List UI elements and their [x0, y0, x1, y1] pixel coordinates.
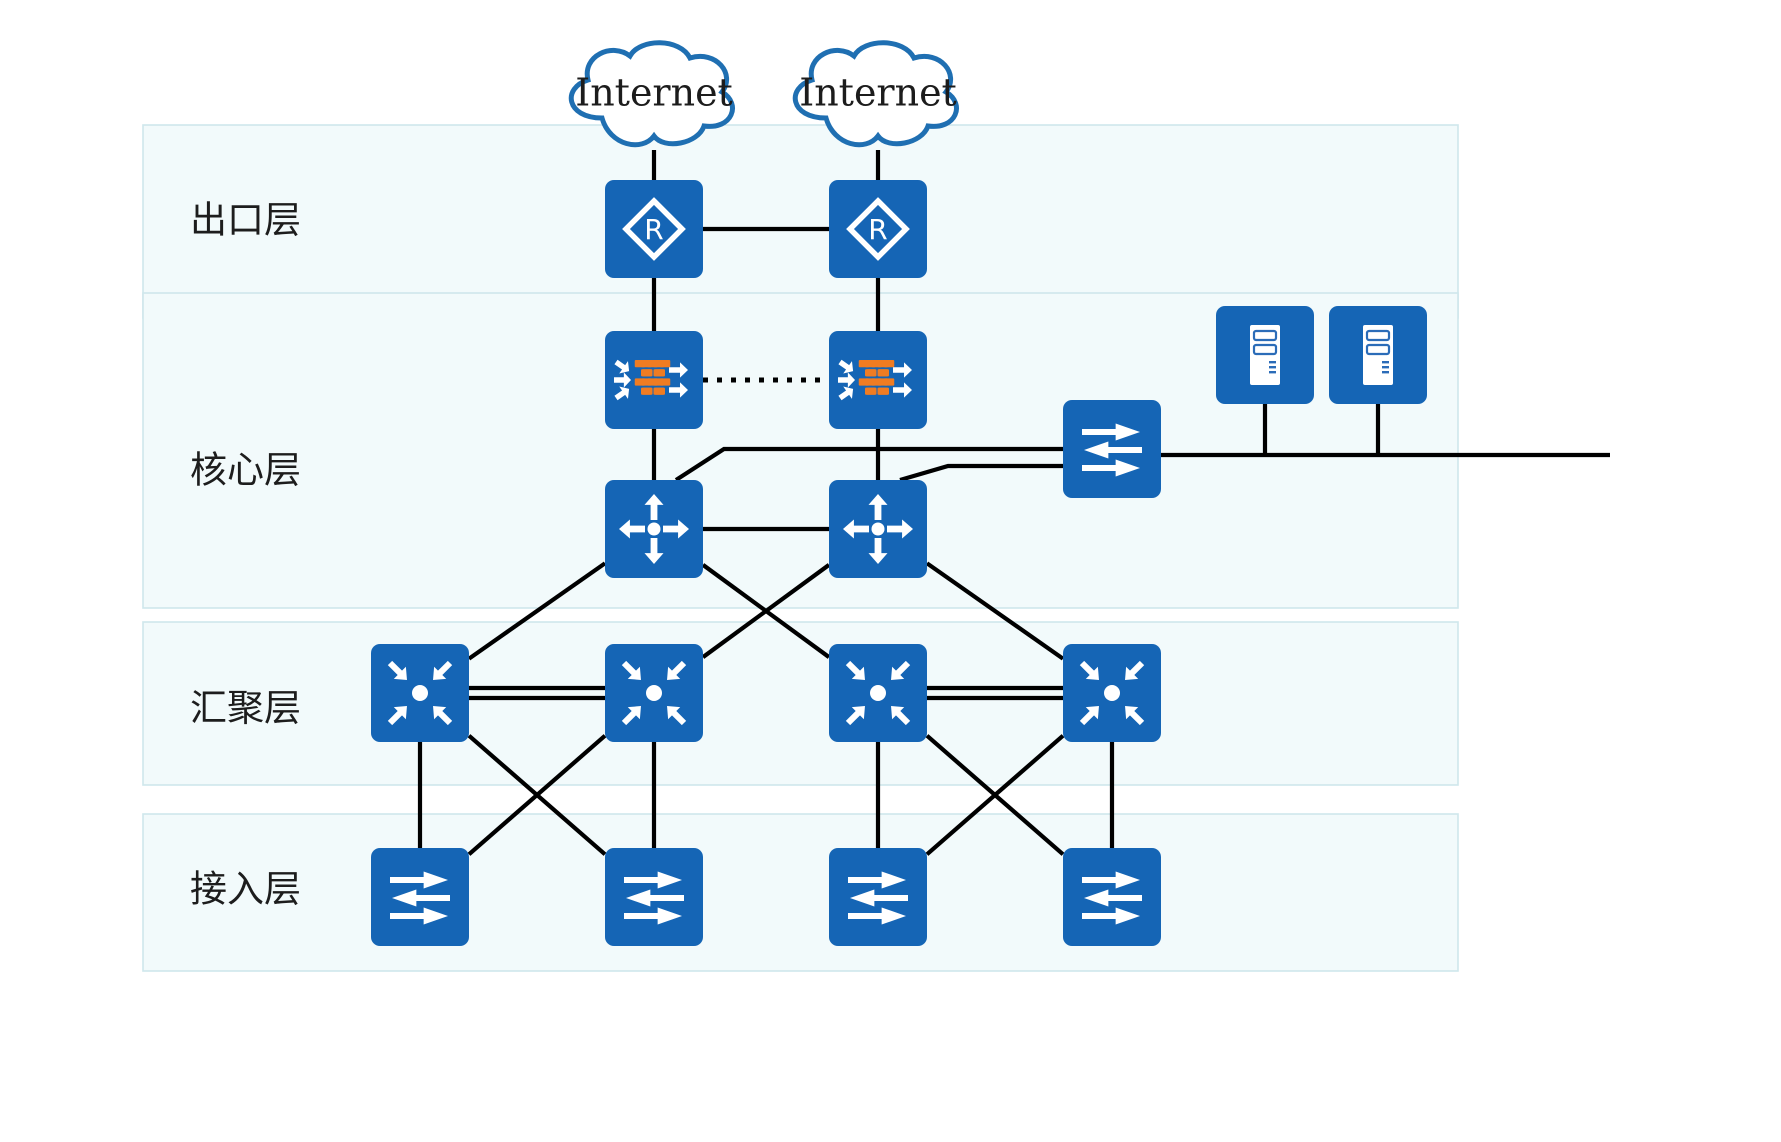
node-router-right[interactable]: R	[829, 180, 927, 278]
cloud-shape	[568, 40, 735, 148]
node-core-switch-right[interactable]	[829, 480, 927, 578]
node-access-switch-2[interactable]	[605, 848, 703, 946]
router-diamond	[622, 197, 686, 261]
layer-band-egress	[142, 124, 1459, 319]
node-router-left[interactable]: R	[605, 180, 703, 278]
node-server-2[interactable]	[1329, 306, 1427, 404]
layer-label-egress: 出口层	[190, 199, 301, 242]
link-agg-switch-2-to-access-switch-1	[467, 734, 607, 856]
layer-label-access: 接入层	[190, 868, 301, 911]
link-core-switch-right-to-server-switch	[899, 463, 1063, 483]
node-agg-switch-2[interactable]	[605, 644, 703, 742]
layer-label-core: 核心层	[190, 449, 301, 492]
router-icon	[829, 180, 927, 278]
internet-clouds: Internet Internet	[568, 40, 959, 148]
link-lines	[417, 150, 1610, 856]
link-core-switch-left-to-server-switch	[674, 446, 1063, 482]
layer-bands	[142, 124, 1459, 972]
node-server-1[interactable]	[1216, 306, 1314, 404]
node-firewall-right[interactable]	[829, 331, 927, 429]
cloud-internet-right[interactable]: Internet	[792, 40, 959, 148]
router-letter: R	[644, 213, 663, 246]
cloud-shape	[792, 40, 959, 148]
node-access-switch-1[interactable]	[371, 848, 469, 946]
router-diamond	[846, 197, 910, 261]
node-core-switch-left[interactable]	[605, 480, 703, 578]
link-core-switch-left-to-agg-switch-1	[467, 561, 607, 661]
cloud-label: Internet	[799, 71, 957, 115]
layer-label-aggregation: 汇聚层	[190, 687, 301, 730]
node-agg-switch-4[interactable]	[1063, 644, 1161, 742]
node-access-switch-3[interactable]	[829, 848, 927, 946]
node-agg-switch-1[interactable]	[371, 644, 469, 742]
layer-band-aggregation	[142, 621, 1459, 786]
cloud-internet-left[interactable]: Internet	[568, 40, 735, 148]
router-icon	[605, 180, 703, 278]
router-letter: R	[868, 213, 887, 246]
node-firewall-left[interactable]	[605, 331, 703, 429]
layer-band-access	[142, 813, 1459, 972]
node-access-switch-4[interactable]	[1063, 848, 1161, 946]
link-agg-switch-4-to-access-switch-3	[925, 734, 1065, 856]
cloud-label: Internet	[575, 71, 733, 115]
link-core-switch-right-to-agg-switch-2	[701, 563, 831, 659]
link-core-switch-right-to-agg-switch-4	[925, 561, 1065, 661]
node-server-switch[interactable]	[1063, 400, 1161, 498]
node-agg-switch-3[interactable]	[829, 644, 927, 742]
